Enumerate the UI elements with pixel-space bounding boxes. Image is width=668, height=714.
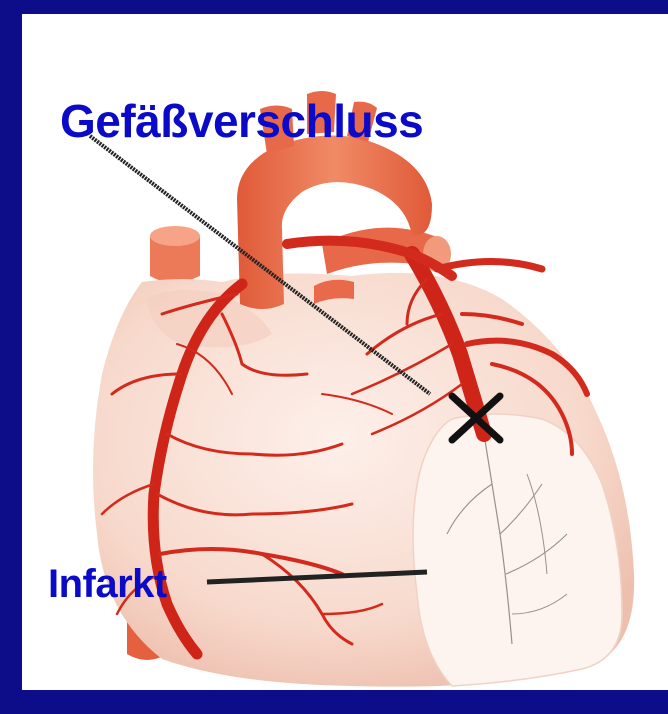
occlusion-label: Gefäßverschluss: [60, 94, 423, 148]
diagram-panel: Gefäßverschluss Infarkt: [22, 14, 668, 690]
superior-vena-cava: [150, 226, 200, 283]
infarct-label: Infarkt: [48, 562, 167, 607]
